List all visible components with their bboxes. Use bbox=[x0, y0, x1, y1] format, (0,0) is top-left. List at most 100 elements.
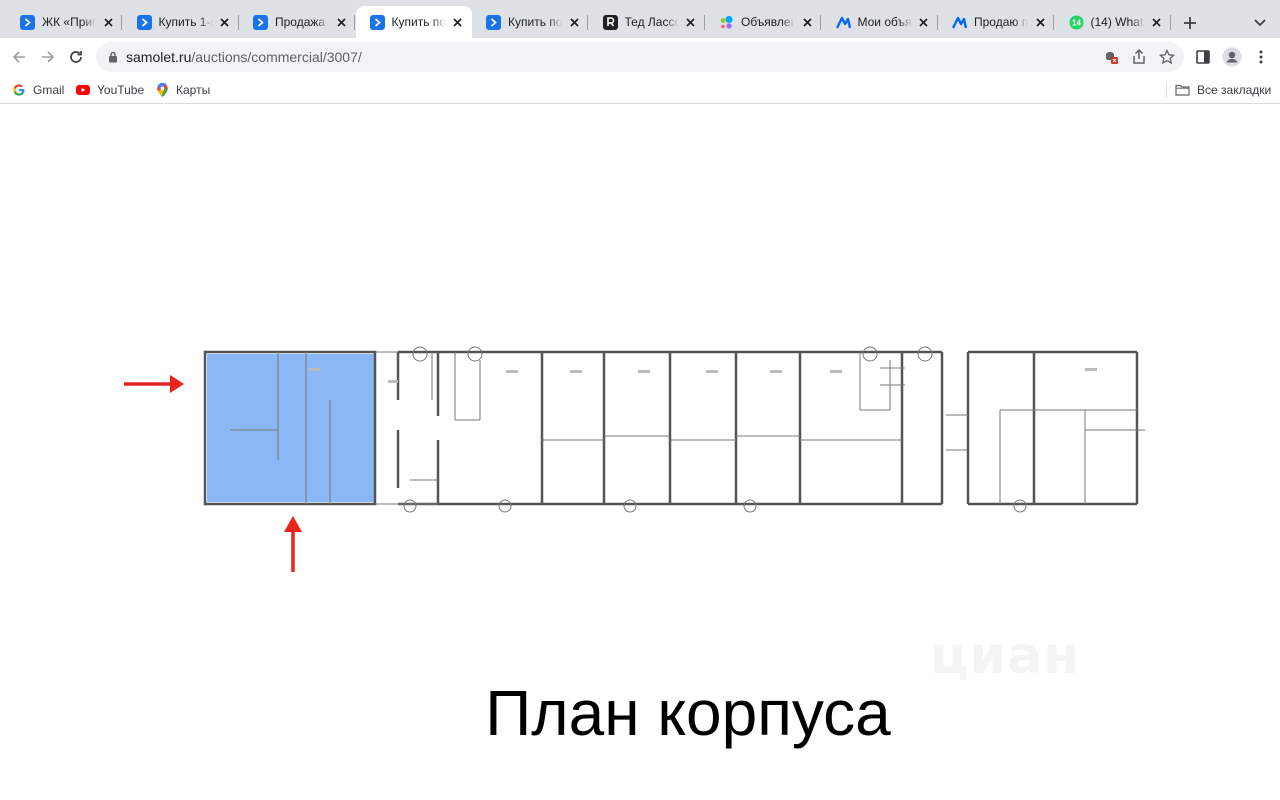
maps-pin-icon bbox=[155, 83, 169, 97]
profile-button[interactable] bbox=[1220, 45, 1244, 69]
tab-separator bbox=[703, 15, 705, 30]
watermark: циан bbox=[930, 626, 1080, 686]
samolet-icon bbox=[20, 14, 35, 30]
side-panel-button[interactable] bbox=[1191, 45, 1215, 69]
forward-button[interactable] bbox=[36, 45, 60, 69]
avatar-icon bbox=[1222, 47, 1242, 67]
close-icon[interactable] bbox=[333, 14, 349, 30]
browser-tab[interactable]: Объявления bbox=[705, 6, 821, 38]
browser-tab[interactable]: Купить помещение bbox=[472, 6, 588, 38]
close-icon[interactable] bbox=[799, 14, 815, 30]
close-icon[interactable] bbox=[1032, 14, 1048, 30]
room-labels bbox=[308, 368, 1097, 383]
url-text[interactable]: samolet.ru/auctions/commercial/3007/ bbox=[126, 49, 362, 65]
close-icon[interactable] bbox=[450, 14, 466, 30]
tab-strip: ЖК «Прибрежный Парк» Купить 1-комнатную Пр… bbox=[0, 0, 1280, 38]
camera-blocked-icon bbox=[1106, 52, 1118, 64]
tab-title: Продажа коммерческой bbox=[275, 15, 329, 29]
tab-separator bbox=[1053, 15, 1054, 30]
browser-tab[interactable]: Продажа коммерческой bbox=[239, 6, 355, 38]
samolet-icon bbox=[369, 14, 385, 30]
arrow-up-indicator bbox=[284, 516, 302, 572]
close-icon[interactable] bbox=[683, 14, 699, 30]
browser-tab[interactable]: Купить помещение bbox=[355, 6, 472, 38]
browser-tab[interactable]: Тед Лассо bbox=[589, 6, 705, 38]
whatsapp-icon: 14 bbox=[1069, 15, 1084, 30]
bookmarks-divider bbox=[1166, 82, 1167, 98]
tab-title: Тед Лассо bbox=[624, 15, 679, 29]
reload-icon bbox=[70, 51, 82, 63]
bookmark-maps[interactable]: Карты bbox=[155, 81, 210, 99]
all-bookmarks-folder[interactable]: Все закладки bbox=[1174, 81, 1271, 99]
tab-title: Продаю помещение bbox=[974, 15, 1028, 29]
interior-partitions bbox=[230, 346, 1145, 513]
cian-icon bbox=[952, 15, 967, 30]
youtube-icon bbox=[76, 83, 90, 97]
share-icon bbox=[1133, 49, 1145, 64]
plus-icon bbox=[1184, 17, 1196, 29]
browser-tab[interactable]: ЖК «Прибрежный Парк» bbox=[6, 6, 122, 38]
tab-separator bbox=[820, 15, 821, 30]
bookmark-label: YouTube bbox=[97, 83, 145, 97]
bookmark-label: Gmail bbox=[33, 83, 65, 97]
browser-tab[interactable]: Мои объявления bbox=[822, 6, 938, 38]
bookmarks-bar: Gmail YouTube Карты Все закладки bbox=[0, 76, 1280, 104]
browser-tab[interactable]: Продаю помещение bbox=[938, 6, 1054, 38]
samolet-icon bbox=[253, 14, 268, 30]
tab-separator bbox=[936, 15, 938, 30]
menu-button[interactable] bbox=[1249, 45, 1273, 69]
floor-plan bbox=[203, 346, 1145, 513]
google-icon bbox=[12, 83, 26, 97]
tab-title: Купить 1-комнатную bbox=[158, 15, 213, 29]
tab-separator bbox=[587, 15, 588, 30]
bookmark-gmail[interactable]: Gmail bbox=[12, 81, 64, 99]
samolet-icon bbox=[486, 14, 501, 30]
tab-title: Мои объявления bbox=[857, 15, 912, 29]
tab-title: ЖК «Прибрежный Парк» bbox=[42, 15, 96, 29]
blocked-permission-button[interactable] bbox=[1102, 48, 1120, 66]
bookmark-label: Все закладки bbox=[1197, 83, 1272, 97]
close-icon[interactable] bbox=[566, 14, 582, 30]
close-icon[interactable] bbox=[100, 14, 116, 30]
bookmark-star-button[interactable] bbox=[1158, 48, 1176, 66]
new-tab-button[interactable] bbox=[1178, 11, 1202, 35]
url-path: /auctions/commercial/3007/ bbox=[191, 49, 362, 65]
back-button[interactable] bbox=[7, 45, 31, 69]
r-icon bbox=[602, 14, 618, 30]
close-icon[interactable] bbox=[916, 14, 932, 30]
tab-title: (14) WhatsApp bbox=[1090, 15, 1145, 29]
close-icon[interactable] bbox=[1149, 14, 1165, 30]
browser-tab[interactable]: 14 (14) WhatsApp bbox=[1055, 6, 1171, 38]
cian-icon bbox=[835, 15, 851, 30]
bookmark-label: Карты bbox=[176, 83, 211, 97]
arrow-right-indicator bbox=[124, 375, 184, 393]
chevron-down-icon bbox=[1254, 19, 1266, 27]
browser-tab[interactable]: Купить 1-комнатную bbox=[123, 6, 239, 38]
tab-separator bbox=[237, 15, 239, 30]
tab-title: Купить помещение bbox=[391, 15, 446, 29]
share-button[interactable] bbox=[1130, 48, 1148, 66]
page-title: План корпуса bbox=[485, 677, 891, 749]
tab-separator bbox=[121, 15, 122, 30]
reload-button[interactable] bbox=[64, 45, 88, 69]
tab-separator bbox=[354, 15, 355, 30]
tab-title: Объявления bbox=[741, 15, 795, 29]
highlighted-unit[interactable] bbox=[207, 354, 374, 502]
lock-icon[interactable] bbox=[108, 51, 118, 63]
url-host: samolet.ru bbox=[126, 49, 192, 65]
tab-title: Купить помещение bbox=[508, 15, 562, 29]
address-bar[interactable]: samolet.ru/auctions/commercial/3007/ bbox=[96, 42, 1184, 72]
arrow-left-icon bbox=[12, 51, 25, 63]
svg-text:14: 14 bbox=[1072, 18, 1081, 27]
kebab-menu-icon bbox=[1259, 50, 1263, 64]
samolet-icon bbox=[136, 14, 152, 30]
tab-separator bbox=[1169, 15, 1171, 30]
building-outline bbox=[203, 350, 1139, 506]
arrow-right-icon bbox=[42, 51, 55, 63]
page-content: циан План корпуса bbox=[0, 104, 1280, 800]
bookmark-youtube[interactable]: YouTube bbox=[76, 81, 144, 99]
browser-toolbar: samolet.ru/auctions/commercial/3007/ bbox=[0, 38, 1280, 76]
folder-icon bbox=[1174, 83, 1190, 97]
close-icon[interactable] bbox=[217, 14, 233, 30]
tab-search-button[interactable] bbox=[1248, 11, 1272, 35]
